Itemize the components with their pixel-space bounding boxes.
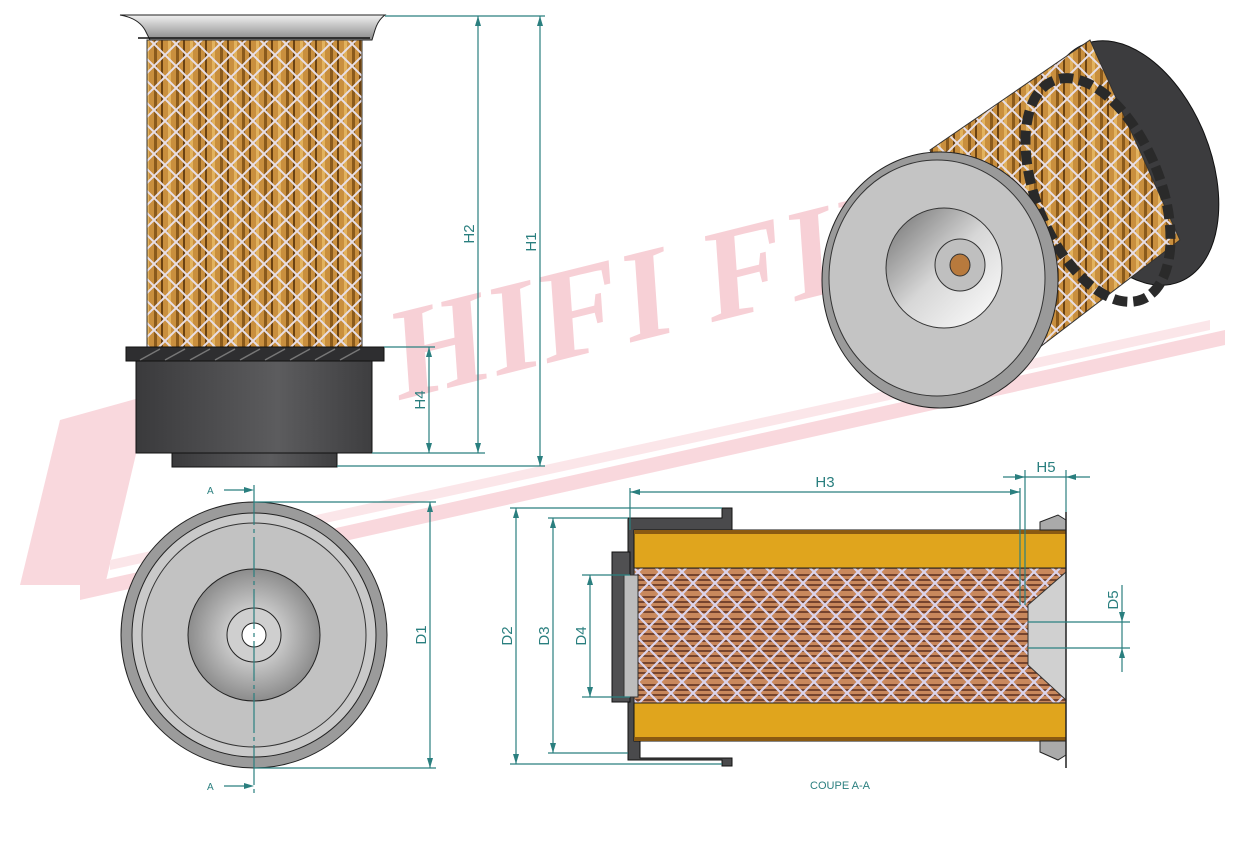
section-mark-bottom: A (207, 782, 214, 793)
dimension-h3-label: H3 (815, 474, 834, 491)
section-caption: COUPE A-A (810, 780, 871, 792)
dimension-h5-label: H5 (1036, 459, 1055, 476)
section-view: H3 H5 D2 D3 D4 D5 COUPE A-A (499, 459, 1130, 792)
dimension-h4-label: H4 (412, 390, 429, 409)
dimension-d5-label: D5 (1105, 590, 1122, 609)
isometric-view (821, 39, 1220, 409)
dimension-d1-label: D1 (413, 625, 430, 644)
end-view: A A D1 (120, 485, 436, 793)
section-mark-top: A (207, 486, 214, 497)
dimension-d2-label: D2 (499, 626, 516, 645)
dimension-d4-label: D4 (573, 626, 590, 645)
dimension-h1-label: H1 (523, 232, 540, 251)
dimension-h2-label: H2 (461, 224, 478, 243)
dimension-d3-label: D3 (536, 626, 553, 645)
side-view: H1 H2 H4 (119, 14, 545, 468)
